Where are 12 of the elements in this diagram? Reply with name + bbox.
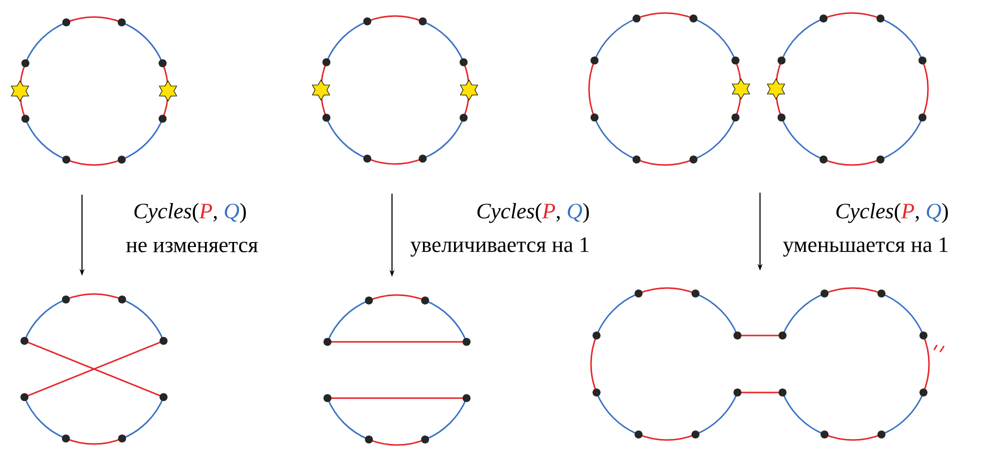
edge-label: Cycles(P, Q) — [836, 203, 948, 223]
cycle-drawing — [20, 293, 168, 445]
edge-note: не изменяется — [126, 242, 258, 252]
cycle-drawing — [323, 294, 471, 446]
cycle-drawing — [10, 16, 178, 166]
cycle-drawing — [588, 12, 929, 166]
cycle-drawing — [312, 15, 478, 165]
cycle-drawing — [590, 287, 945, 441]
edge-label: Cycles(P, Q) — [134, 203, 246, 223]
edge-note: уменьшается на 1 — [783, 237, 948, 257]
edge-label: Cycles(P, Q) — [477, 203, 589, 223]
edge-note: увеличивается на 1 — [410, 237, 588, 257]
